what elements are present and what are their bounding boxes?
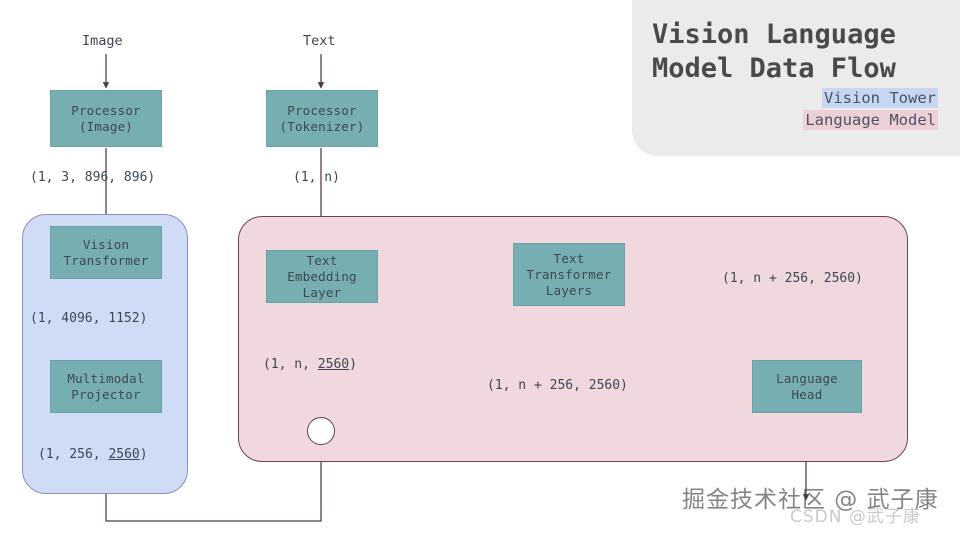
- shape-text-embed-dim: 2560: [317, 357, 350, 372]
- shape-label-text-tokens: (1, n): [293, 170, 340, 185]
- shape-label-vision-features: (1, 4096, 1152): [30, 311, 148, 326]
- input-label-image: Image: [82, 33, 123, 49]
- shape-text-embed-suffix: ): [349, 357, 357, 372]
- node-text-transformer-layers[interactable]: Text Transformer Layers: [513, 243, 625, 306]
- legend-row-language-model: Language Model: [652, 110, 938, 130]
- shape-label-projected: (1, 256, 2560): [38, 447, 148, 463]
- watermark-secondary: CSDN @武子康: [790, 507, 921, 527]
- shape-projected-prefix: (1, 256,: [38, 447, 109, 462]
- input-label-text: Text: [303, 33, 336, 49]
- shape-projected-dim: 2560: [108, 447, 140, 462]
- legend-label-vision-tower: Vision Tower: [822, 88, 938, 108]
- node-multimodal-projector[interactable]: Multimodal Projector: [50, 360, 162, 413]
- shape-projected-suffix: ): [139, 447, 148, 462]
- node-language-head[interactable]: Language Head: [752, 360, 862, 413]
- shape-text-embed-prefix: (1, n,: [263, 357, 318, 372]
- legend-row-vision-tower: Vision Tower: [652, 88, 938, 108]
- watermark-primary: 掘金技术社区 @ 武子康: [682, 487, 939, 513]
- shape-label-merged-left: (1, n + 256, 2560): [487, 378, 628, 393]
- title-card: Vision Language Model Data Flow Vision T…: [632, 0, 960, 156]
- page-title: Vision Language Model Data Flow: [652, 19, 896, 84]
- shape-label-merged-right: (1, n + 256, 2560): [722, 271, 863, 286]
- shape-label-image-pixels: (1, 3, 896, 896): [30, 170, 156, 185]
- merge-junction-node[interactable]: [307, 417, 335, 445]
- shape-label-text-embedding: (1, n, 2560): [263, 357, 357, 373]
- node-text-embedding-layer[interactable]: Text Embedding Layer: [266, 250, 378, 303]
- node-processor-image[interactable]: Processor (Image): [50, 90, 162, 147]
- node-vision-transformer[interactable]: Vision Transformer: [50, 226, 162, 279]
- node-processor-tokenizer[interactable]: Processor (Tokenizer): [266, 90, 378, 147]
- legend-label-language-model: Language Model: [803, 110, 938, 130]
